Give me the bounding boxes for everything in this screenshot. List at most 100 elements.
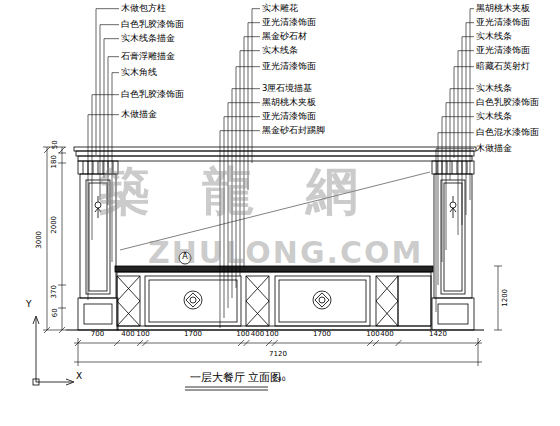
callout-text: 石膏浮雕描金 — [121, 52, 175, 61]
leader-line — [450, 88, 474, 89]
leader-line — [108, 56, 119, 57]
axis-icon — [33, 316, 74, 385]
callout-text: 木做描金 — [121, 110, 157, 119]
leader-line — [112, 72, 119, 73]
callout-text: 3厘石境描基 — [262, 84, 312, 93]
dimension-text: 7120 — [269, 351, 287, 359]
callout-text: 黑金砂石材 — [262, 32, 307, 41]
title-underline — [185, 387, 268, 390]
leader-line — [104, 39, 105, 178]
leader-line — [450, 89, 451, 180]
section-marker-letter: A — [182, 253, 187, 262]
callout-text: 实木线条 — [262, 46, 298, 55]
leader-line — [236, 66, 260, 67]
dimension-text: 100 — [136, 331, 149, 339]
leader-line — [246, 301, 269, 326]
watermark: 築龍網 — [98, 163, 410, 220]
callout-text: 白色乳胶漆饰面 — [121, 90, 184, 99]
dimension-text: 400 — [380, 331, 393, 339]
leader-line — [117, 276, 140, 301]
leader-line — [92, 95, 93, 240]
leader-line — [438, 132, 474, 133]
callout-text: 实木角线 — [121, 68, 157, 77]
leader-line — [246, 301, 269, 326]
callout-text: 白色乳胶漆饰面 — [476, 98, 539, 107]
dimension-text: 1200 — [502, 289, 510, 307]
leader-line — [466, 23, 467, 215]
leader-line — [454, 67, 455, 158]
sideboard — [115, 266, 433, 330]
leader-line — [92, 94, 119, 95]
callout-text: 实木线条 — [476, 84, 512, 93]
dimension-text: 1700 — [184, 331, 202, 339]
leader-line — [442, 117, 443, 262]
leader-line — [88, 115, 89, 300]
cornice — [74, 147, 476, 161]
leader-line — [470, 9, 471, 200]
leader-line — [88, 114, 119, 115]
leader-line — [436, 148, 474, 149]
callout-text: 实木线条描金 — [121, 34, 175, 43]
dimension-text: 3000 — [36, 231, 44, 249]
callout-text: 木做描金 — [476, 144, 512, 153]
leader-line — [224, 116, 260, 117]
leader-line — [466, 22, 474, 23]
dimension-text: 100 — [236, 331, 249, 339]
lattice-panel — [246, 276, 269, 326]
leader-line — [246, 276, 269, 301]
leader-line — [104, 38, 119, 39]
axis-label: Y — [26, 300, 32, 310]
dimension-text: 100 — [265, 331, 278, 339]
dimension-text: 700 — [91, 331, 104, 339]
leader-line — [462, 37, 463, 225]
leader-line — [100, 24, 119, 25]
callout-text: 亚光清漆饰面 — [262, 62, 316, 71]
leader-line — [246, 276, 269, 301]
drawing-title: 一层大餐厅 立面图 — [190, 372, 282, 384]
callout-text: 实木雕花 — [262, 4, 298, 13]
leader-line — [96, 8, 119, 9]
dimension-text: 1420 — [429, 331, 447, 339]
callout-text: 黑金砂石封踢脚 — [262, 126, 325, 135]
leader-line — [244, 36, 260, 37]
leader-line — [117, 276, 140, 301]
watermark: ZHULONG.COM — [148, 236, 423, 269]
callout-text: 黑胡桃木夹板 — [262, 98, 316, 107]
callout-text: 黑胡桃木夹板 — [476, 4, 530, 13]
callout-text: 亚光清漆饰面 — [476, 18, 530, 27]
leader-line — [220, 131, 221, 328]
leader-line — [442, 116, 474, 117]
leader-line — [117, 301, 140, 326]
callout-text: 实木线条 — [476, 32, 512, 41]
leader-line — [446, 102, 474, 103]
callout-text: 白色混水漆饰面 — [476, 128, 539, 137]
leader-line — [252, 9, 253, 163]
axis-label: X — [76, 372, 82, 382]
callout-text: 亚光清漆饰面 — [476, 46, 530, 55]
leader-line — [462, 36, 474, 37]
callout-text: 白色乳胶漆饰面 — [121, 20, 184, 29]
dimension-text: 400 — [251, 331, 264, 339]
callout-text: 实木线条 — [476, 112, 512, 121]
callout-text: 亚光清漆饰面 — [262, 112, 316, 121]
dimension-text: 2000 — [51, 216, 59, 234]
lattice-panel — [117, 276, 140, 326]
leader-line — [117, 301, 140, 326]
leader-line — [232, 88, 260, 89]
leader-line — [244, 37, 245, 268]
dimension-text: 400 — [121, 331, 134, 339]
leader-line — [248, 22, 260, 23]
leader-line — [436, 149, 437, 312]
leader-line — [96, 9, 97, 155]
dimension-text: 100 — [366, 331, 379, 339]
dimension-text: 180 — [51, 155, 59, 168]
leader-line — [252, 8, 260, 9]
leader-line — [458, 51, 459, 235]
dimension-text: 60 — [51, 309, 59, 318]
leader-line — [376, 301, 398, 326]
leader-line — [376, 276, 398, 301]
lattice-panel — [376, 276, 398, 326]
leader-line — [470, 8, 474, 9]
